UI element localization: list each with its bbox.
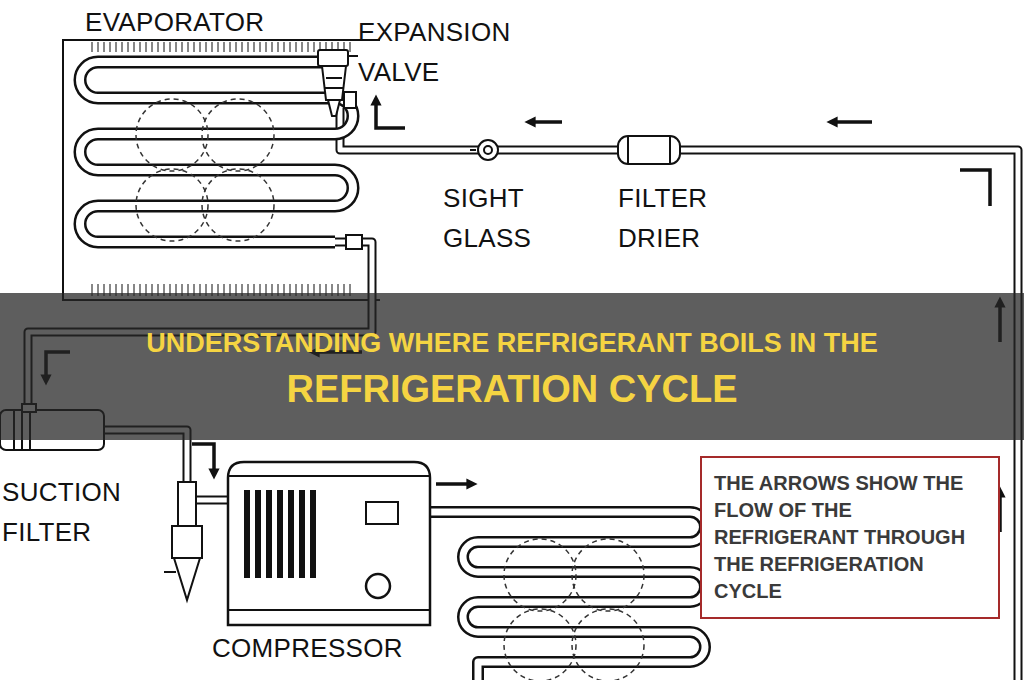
evaporator-coil xyxy=(80,62,353,242)
fin xyxy=(278,42,279,52)
fin xyxy=(290,42,291,52)
fin xyxy=(266,42,267,52)
fin xyxy=(260,42,261,52)
fin xyxy=(212,42,213,52)
evaporator-coil xyxy=(80,62,353,242)
fin xyxy=(146,42,147,52)
grill-bar xyxy=(244,490,250,578)
fin xyxy=(236,42,237,52)
fin xyxy=(158,42,159,52)
flow-corner xyxy=(960,170,990,206)
component-label: EVAPORATOR xyxy=(85,2,315,42)
service-valve xyxy=(164,482,202,600)
fin xyxy=(182,42,183,52)
suction-line xyxy=(196,498,228,503)
fin xyxy=(92,42,93,52)
component-label: SIGHT GLASS xyxy=(443,178,563,258)
fin xyxy=(116,42,117,52)
fin xyxy=(254,42,255,52)
sight-glass xyxy=(470,140,498,160)
fin xyxy=(272,42,273,52)
pipe-fitting xyxy=(346,235,362,249)
fin xyxy=(218,42,219,52)
evaporator-frame xyxy=(63,40,380,300)
fin xyxy=(164,42,165,52)
condenser-coil xyxy=(398,512,705,680)
fin xyxy=(110,42,111,52)
component-label: SUCTION FILTER xyxy=(2,472,147,552)
grill-bar xyxy=(288,490,294,578)
fin xyxy=(176,42,177,52)
fin xyxy=(242,42,243,52)
fin xyxy=(302,42,303,52)
fin xyxy=(350,42,351,52)
component-label: COMPRESSOR xyxy=(212,628,442,668)
fin xyxy=(200,42,201,52)
component-label: EXPANSION VALVE xyxy=(358,12,533,92)
banner-band xyxy=(0,293,1024,440)
fin xyxy=(128,42,129,52)
fin xyxy=(188,42,189,52)
fin xyxy=(224,42,225,52)
note-box: THE ARROWS SHOW THE FLOW OF THE REFRIGER… xyxy=(700,456,1000,619)
fin xyxy=(152,42,153,52)
grill-bar xyxy=(310,490,316,578)
condenser-coil xyxy=(398,512,705,680)
fin xyxy=(284,42,285,52)
grill-bar xyxy=(277,490,283,578)
fin xyxy=(308,42,309,52)
fin xyxy=(170,42,171,52)
compressor-body xyxy=(228,462,430,625)
fin xyxy=(140,42,141,52)
note-text: THE ARROWS SHOW THE FLOW OF THE REFRIGER… xyxy=(714,470,986,605)
grill-bar xyxy=(266,490,272,578)
fin xyxy=(248,42,249,52)
filter-drier xyxy=(618,136,680,164)
fin xyxy=(98,42,99,52)
suction-line xyxy=(196,496,228,505)
expansion-valve xyxy=(318,50,358,116)
fin xyxy=(230,42,231,52)
fin xyxy=(194,42,195,52)
fin xyxy=(122,42,123,52)
fin xyxy=(296,42,297,52)
fin xyxy=(134,42,135,52)
fin xyxy=(206,42,207,52)
grill-bar xyxy=(255,490,261,578)
fin xyxy=(314,42,315,52)
grill-bar xyxy=(299,490,305,578)
fin xyxy=(104,42,105,52)
banner-title: UNDERSTANDING WHERE REFRIGERANT BOILS IN… xyxy=(142,314,882,414)
component-label: FILTER DRIER xyxy=(618,178,738,258)
